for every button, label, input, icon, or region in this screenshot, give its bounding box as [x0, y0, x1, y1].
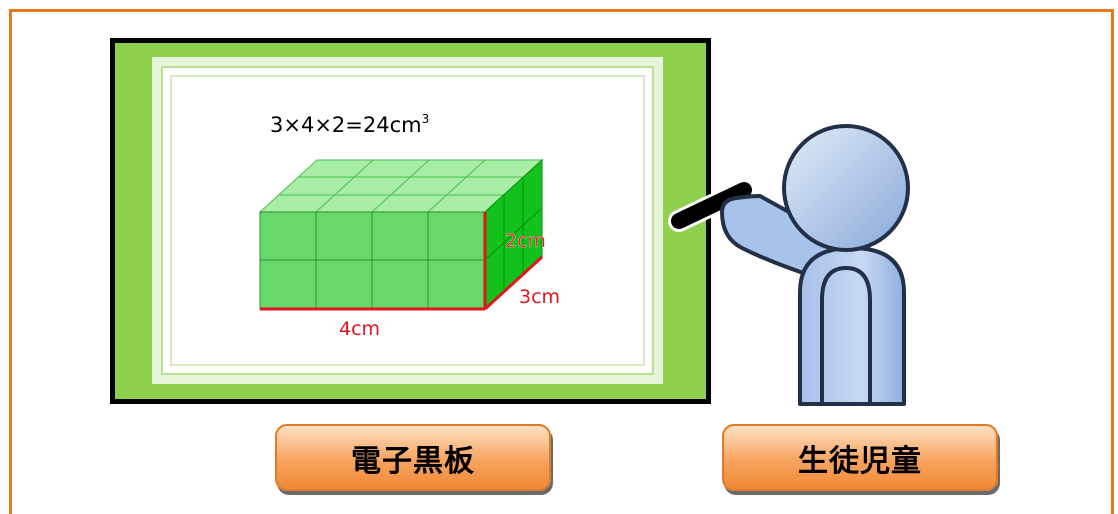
depth-label: 3cm	[519, 286, 560, 308]
electronic-blackboard-label: 電子黒板	[275, 424, 551, 491]
depth-edge	[483, 255, 544, 311]
width-label: 4cm	[339, 318, 380, 340]
student-figure	[668, 124, 910, 406]
cuboid	[258, 158, 544, 311]
student-label-text: 生徒児童	[798, 443, 922, 479]
diagram-frame	[9, 9, 1114, 514]
student-body	[798, 246, 906, 406]
height-label: 2cm	[505, 230, 546, 252]
student-head	[782, 124, 910, 252]
volume-formula: 3×4×2=24cm3	[270, 112, 429, 137]
student-label: 生徒児童	[722, 424, 998, 491]
electronic-blackboard: 3×4×2=24cm3	[110, 38, 711, 404]
electronic-blackboard-label-text: 電子黒板	[351, 443, 475, 479]
